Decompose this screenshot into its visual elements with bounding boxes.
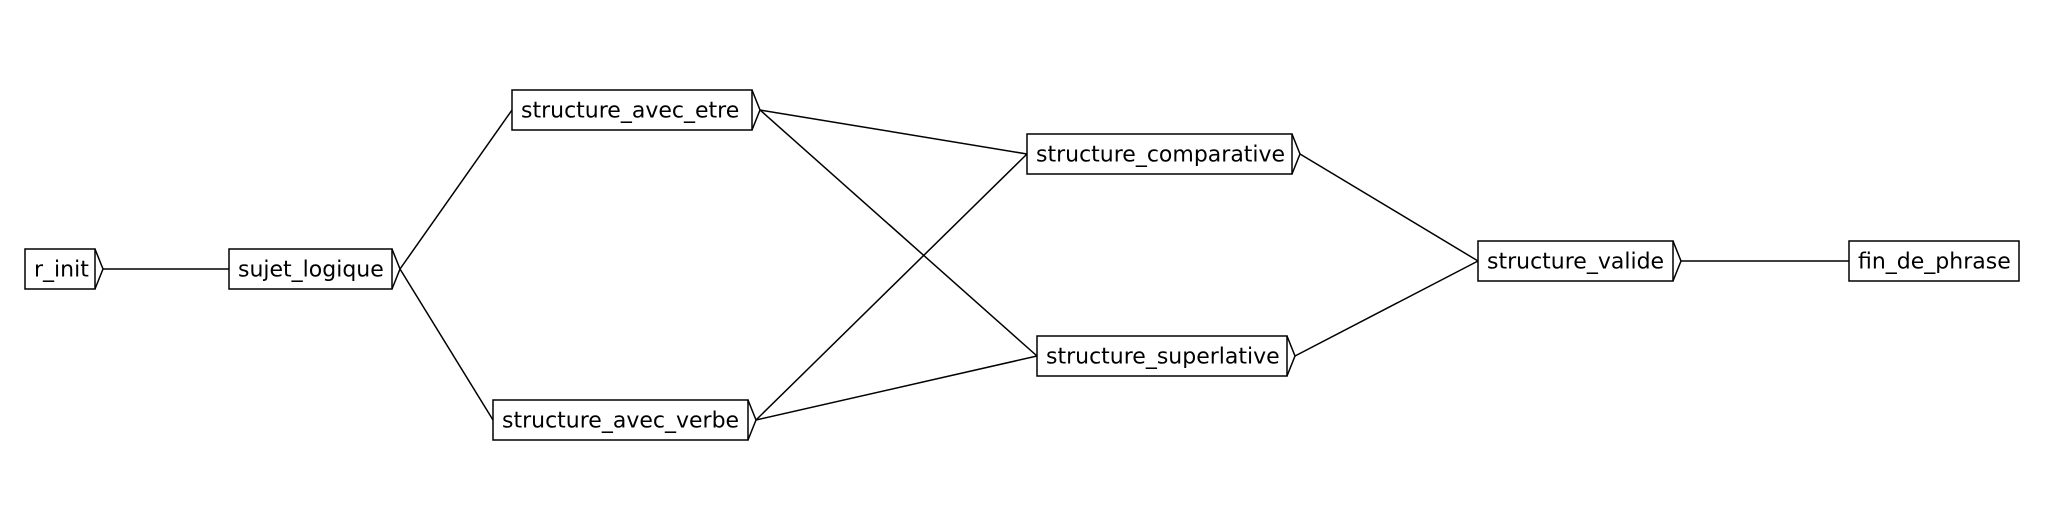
output-port-chevron: [1672, 240, 1682, 282]
edge-structure_comparative-to-structure_valide: [1299, 153, 1479, 262]
node-label: structure_superlative: [1046, 345, 1280, 370]
output-port-chevron: [751, 89, 761, 131]
node-fin-de-phrase[interactable]: fin_de_phrase: [1848, 240, 2020, 282]
output-port-chevron: [1286, 335, 1296, 377]
node-structure-valide[interactable]: structure_valide: [1477, 240, 1682, 282]
node-box: [1036, 335, 1288, 377]
edge-structure_avec_etre-to-structure_comparative: [759, 109, 1028, 155]
edge-sujet_logique-to-structure_avec_verbe: [399, 268, 494, 421]
node-label: structure_avec_verbe: [502, 409, 739, 434]
node-structure-comparative[interactable]: structure_comparative: [1026, 133, 1301, 175]
edge-sujet_logique-to-structure_avec_etre: [399, 109, 513, 270]
output-port-chevron: [747, 399, 757, 441]
node-r-init[interactable]: r_init: [24, 248, 104, 290]
node-label: r_init: [34, 258, 89, 283]
node-label: fin_de_phrase: [1858, 250, 2011, 275]
node-structure-superlative[interactable]: structure_superlative: [1036, 335, 1296, 377]
node-label: structure_avec_etre: [521, 99, 739, 124]
edge-structure_avec_verbe-to-structure_comparative: [755, 153, 1028, 421]
node-box: [1477, 240, 1674, 282]
node-structure-avec-etre[interactable]: structure_avec_etre: [511, 89, 761, 131]
node-box: [24, 248, 96, 290]
output-port-chevron: [391, 248, 401, 290]
edge-structure_avec_verbe-to-structure_superlative: [755, 355, 1038, 421]
node-label: structure_valide: [1487, 250, 1664, 275]
node-label: structure_comparative: [1036, 143, 1285, 168]
node-box: [228, 248, 393, 290]
node-layer: r_init sujet_logique structure_avec_etrest…: [24, 89, 2020, 441]
edge-layer: [103, 109, 1849, 421]
node-box: [492, 399, 749, 441]
output-port-chevron: [94, 248, 104, 290]
output-port-chevron: [1291, 133, 1301, 175]
node-label: sujet_logique: [238, 258, 384, 283]
node-box: [1026, 133, 1293, 175]
node-box: [511, 89, 753, 131]
node-sujet-logique[interactable]: sujet_logique: [228, 248, 401, 290]
node-structure-avec-verbe[interactable]: structure_avec_verbe: [492, 399, 757, 441]
edge-structure_avec_etre-to-structure_superlative: [759, 109, 1038, 357]
edge-structure_superlative-to-structure_valide: [1294, 260, 1479, 357]
node-box: [1848, 240, 2020, 282]
